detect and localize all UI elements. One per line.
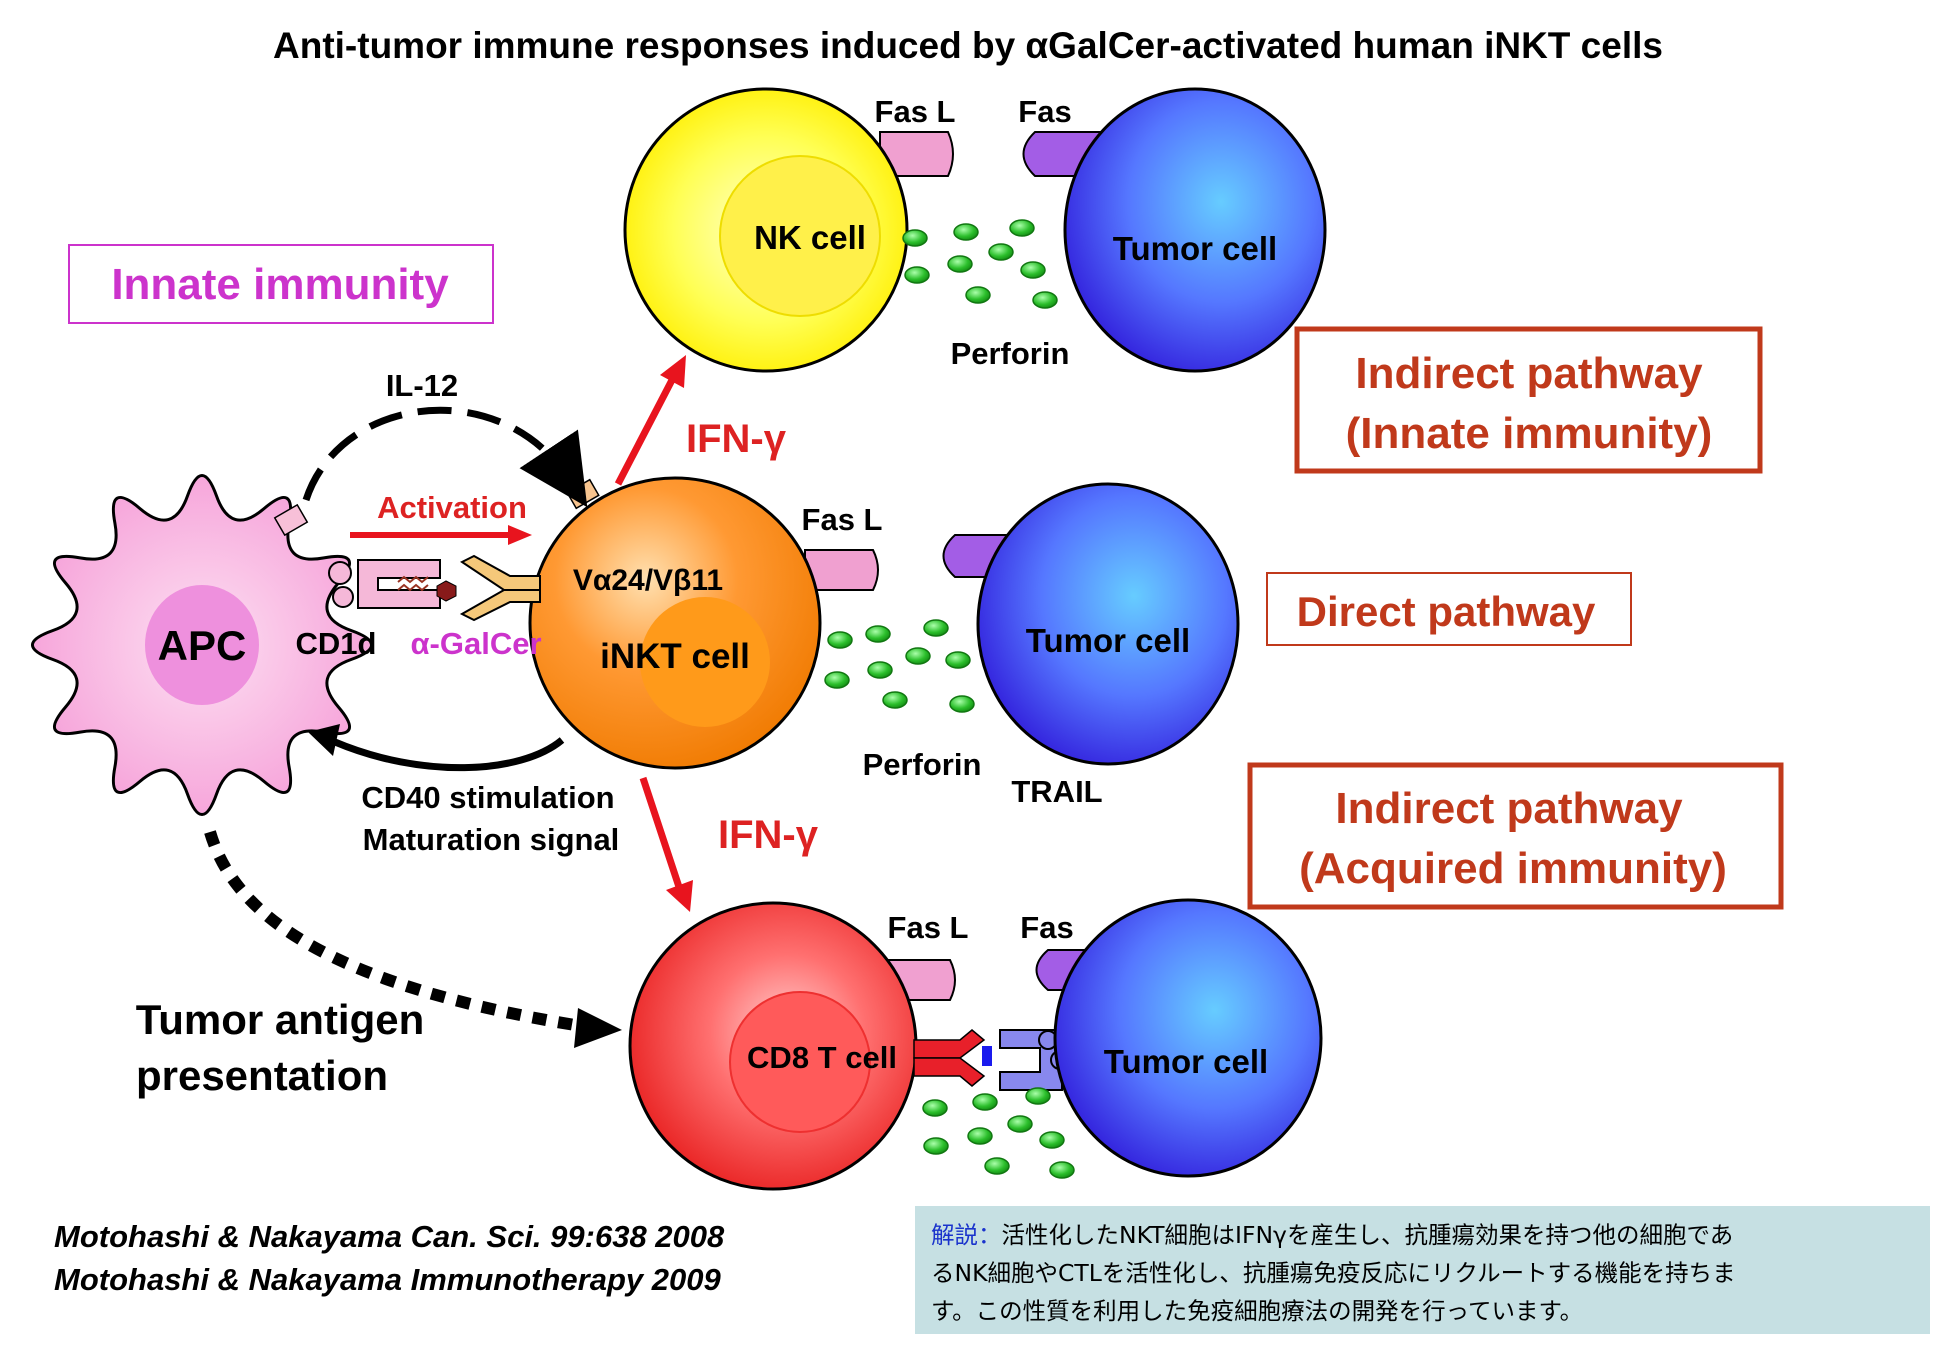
perforin-granules-middle — [824, 619, 975, 713]
note-line-1: 解説：活性化したNKT細胞はIFNγを産生し、抗腫瘍効果を持つ他の細胞であ — [931, 1216, 1914, 1254]
indirect-acquired-line1: Indirect pathway — [1335, 784, 1683, 833]
tumor-antigen-label-line1: Tumor antigen — [136, 996, 425, 1043]
inkt-cell-nucleus — [640, 597, 770, 727]
tumor-cell-top-label: Tumor cell — [1113, 230, 1277, 267]
galcer-lipid — [397, 575, 429, 592]
fasl-receptor-nk — [879, 131, 954, 177]
tumor-antigen-label-line2: presentation — [136, 1052, 388, 1099]
inkt-cell-label: iNKT cell — [600, 637, 750, 676]
note-line-2: るNK細胞やCTLを活性化し、抗腫瘍免疫反応にリクルートする機能を持ちま — [931, 1259, 1736, 1287]
antigen-presentation-arrow — [204, 830, 576, 1031]
direct-pathway-box — [1266, 572, 1632, 646]
va24-vb11-label: Vα24/Vβ11 — [573, 564, 723, 597]
fasl-receptor-inkt — [804, 549, 879, 591]
innate-immunity-box — [68, 244, 494, 324]
diagram-title: Anti-tumor immune responses induced by α… — [273, 25, 1663, 66]
indirect-acquired-line2: (Acquired immunity) — [1299, 844, 1727, 893]
fas-label-bottom: Fas — [1020, 910, 1073, 945]
note-label: 解説： — [931, 1221, 1002, 1249]
il12-label: IL-12 — [386, 368, 458, 403]
il12-dashed-arrow — [302, 406, 588, 508]
cd8-tcr-receptor — [913, 1029, 986, 1087]
cd1d-label: CD1d — [296, 626, 377, 661]
tcr-receptor — [459, 554, 541, 622]
tumor-cell-top — [1063, 87, 1327, 373]
ifn-gamma-arrow-upper — [614, 355, 686, 486]
cd40-label-line2: Maturation signal — [363, 822, 620, 857]
reference-1: Motohashi & Nakayama Can. Sci. 99:638 20… — [54, 1219, 725, 1254]
note-line-3: す。この性質を利用した免疫細胞療法の開発を行っています。 — [931, 1297, 1584, 1325]
note-text-1: 活性化したNKT細胞はIFNγを産生し、抗腫瘍効果を持つ他の細胞であ — [1001, 1221, 1734, 1249]
explanation-note: 解説：活性化したNKT細胞はIFNγを産生し、抗腫瘍効果を持つ他の細胞であ るN… — [915, 1206, 1930, 1334]
indirect-acquired-box — [1247, 762, 1784, 910]
indirect-innate-box — [1294, 326, 1763, 474]
reference-2: Motohashi & Nakayama Immunotherapy 2009 — [54, 1262, 721, 1297]
ifn-gamma-label-lower: IFN-γ — [718, 813, 819, 857]
direct-pathway-label: Direct pathway — [1297, 588, 1596, 635]
innate-immunity-label: Innate immunity — [111, 260, 449, 309]
cd1d-molecule — [328, 559, 441, 609]
tumor-cell-middle-label: Tumor cell — [1026, 622, 1190, 659]
apc-il12-receptor — [273, 503, 309, 537]
tumor-cell-bottom-label: Tumor cell — [1104, 1043, 1268, 1080]
cd8-t-cell-label: CD8 T cell — [747, 1040, 897, 1075]
tumor-cell-middle — [976, 482, 1240, 766]
activation-label: Activation — [377, 490, 527, 525]
indirect-innate-line1: Indirect pathway — [1355, 349, 1703, 398]
fasl-label-cd8: Fas L — [888, 910, 969, 945]
cd40-arrowhead — [308, 724, 340, 756]
ifn-gamma-label-upper: IFN-γ — [686, 417, 787, 461]
perforin-label-top: Perforin — [951, 336, 1070, 371]
cd8-t-cell-nucleus — [729, 991, 871, 1133]
apc-label: APC — [158, 622, 247, 669]
nk-cell-label: NK cell — [754, 219, 866, 256]
fasl-label-nk: Fas L — [875, 94, 956, 129]
activation-arrow — [350, 525, 532, 545]
perforin-label-middle: Perforin — [863, 747, 982, 782]
cd40-arrow — [333, 737, 565, 772]
cd40-label-line1: CD40 stimulation — [361, 780, 614, 815]
galcer-label: α-GalCer — [410, 626, 541, 661]
apc-nucleus — [145, 585, 259, 705]
fasl-label-inkt: Fas L — [802, 502, 883, 537]
nk-cell-nucleus — [719, 155, 881, 317]
perforin-granules-top — [902, 219, 1058, 309]
fas-label-top: Fas — [1018, 94, 1071, 129]
trail-label: TRAIL — [1011, 774, 1102, 809]
tumor-antigen-peptide — [982, 1046, 992, 1066]
ifn-gamma-arrow-lower — [639, 776, 693, 912]
galcer-hexagon — [436, 580, 457, 602]
tumor-cell-bottom — [1053, 898, 1323, 1178]
perforin-granules-bottom — [922, 1087, 1075, 1179]
indirect-innate-line2: (Innate immunity) — [1346, 409, 1713, 458]
antigen-presentation-arrowhead — [574, 1008, 622, 1048]
